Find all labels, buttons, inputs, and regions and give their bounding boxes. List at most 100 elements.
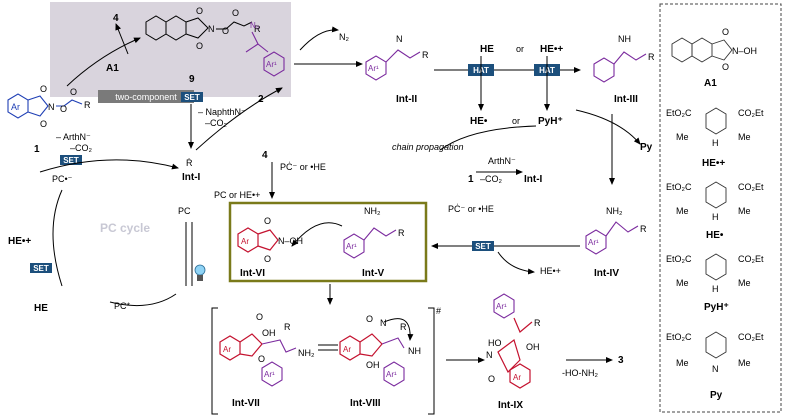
svg-text:Ar¹: Ar¹ [588,238,599,247]
arrow-inti-to-2 [195,87,283,151]
int-iv-label: Int-IV [594,268,619,279]
legend-he-radcat: HE•+ [702,158,725,169]
he-cation-top: HE•+ [540,44,563,55]
svg-text:OH: OH [526,342,540,352]
pc-or-he-right: PĊ⁻ or •HE [448,204,494,214]
svg-text:O: O [256,312,263,322]
svg-text:R: R [534,318,541,328]
svg-text:CO₂Et: CO₂Et [738,182,764,192]
pc-ground: PC [178,206,191,216]
n2-loss: N₂ [339,32,349,42]
legend-pyh-structure: EtO₂C CO₂Et Me Me H [666,253,764,294]
int-v-structure: Ar¹ NH₂ R [343,206,405,259]
svg-text:R: R [422,50,429,60]
arrow-set-out [497,251,535,275]
py-mid: Py [640,142,653,153]
he-radical: HE• [470,116,488,127]
compound-2: N₃ Ar¹ [245,21,285,77]
svg-text:Ar¹: Ar¹ [346,242,357,251]
compound-4-mid: 4 [262,150,268,161]
co2-mid: –CO₂ [480,174,503,184]
legend-he-rad-structure: EtO₂C CO₂Et Me Me H [666,181,764,222]
reagent-legend [659,3,782,413]
set-badge-top [181,92,203,102]
svg-text:Ar: Ar [11,102,20,112]
svg-text:O: O [222,26,229,36]
svg-text:Ar¹: Ar¹ [264,370,275,379]
svg-text:N: N [486,350,493,360]
compound-1: Ar O O N O O R [7,84,91,129]
svg-text:O: O [70,87,77,97]
svg-text:R: R [254,24,261,34]
int-i-label: Int-I [182,172,201,183]
bracket-left [211,307,218,415]
svg-text:SET: SET [475,242,491,251]
svg-text:NH: NH [408,346,421,356]
one-mid: 1 [468,174,474,185]
int-ii-structure: Ar¹ N R [365,34,429,81]
svg-text:H: H [712,284,719,294]
svg-text:O: O [264,254,271,264]
svg-text:O: O [40,119,47,129]
compound-9: O O N O O R [145,6,261,51]
svg-text:Me: Me [676,132,689,142]
svg-text:Ar¹: Ar¹ [368,64,379,73]
pc-radanion: PC•⁻ [52,174,73,184]
pc-excited: PC* [114,301,131,311]
int-vi-structure: Ar O O N–OH [237,216,303,264]
cycle-left [52,189,63,287]
svg-text:Ar: Ar [223,345,231,354]
svg-text:CO₂Et: CO₂Et [738,108,764,118]
svg-text:SET: SET [63,156,79,165]
svg-text:Ar: Ar [343,345,351,354]
radical-coupling-box [228,201,428,283]
svg-text:R: R [400,322,407,332]
svg-text:Me: Me [676,206,689,216]
pc-or-he-mid: PĊ⁻ or •HE [280,162,326,172]
svg-text:Ar¹: Ar¹ [266,60,277,69]
svg-text:Ar¹: Ar¹ [386,370,397,379]
int-iii-label: Int-III [614,94,638,105]
set-arc [39,159,179,173]
set-badge-cycle [30,263,52,273]
svg-text:O: O [196,6,203,16]
arthn-minus: ArthN⁻ [488,156,516,166]
svg-text:N: N [380,318,387,328]
svg-text:Ar: Ar [241,237,249,246]
svg-text:R: R [284,322,291,332]
svg-text:O: O [722,27,729,37]
he-top: HE [480,44,494,55]
int-viii-structure: Ar O N OH Ar¹ R NH [339,314,421,387]
svg-text:O: O [264,216,271,226]
legend-pyh: PyH⁺ [704,302,729,313]
svg-text:Me: Me [738,206,751,216]
co2-loss-left: –CO₂ [70,143,93,153]
set-badge-left [60,155,82,165]
compound-4-top: 4 [113,13,119,24]
a1-arrow-label: A1 [106,63,119,74]
arrow-to-4 [115,23,129,55]
pc-cycle-label: PC cycle [100,221,150,235]
svg-text:NH₂: NH₂ [606,206,623,216]
svg-text:O: O [60,104,67,114]
naphth-loss: – NaphthN⁻ [198,107,246,117]
int-vii-structure: Ar O OH O Ar¹ R NH₂ [219,312,315,387]
he-bottom: HE [34,303,48,314]
int-i-mid: Int-I [524,174,543,185]
svg-text:O: O [366,314,373,324]
arrow-n2 [299,26,339,51]
svg-text:NH₂: NH₂ [364,206,381,216]
equilibrium-arrows [318,344,338,351]
legend-he-radcat-structure: EtO₂C CO₂Et Me Me H [666,107,764,148]
int-ix-structure: Ar¹ R HO N OH Ar O [486,293,541,389]
int-iii-structure: NH R [593,34,655,83]
svg-text:Me: Me [738,358,751,368]
legend-he-rad: HE• [706,230,724,241]
transition-hash: # [436,306,441,316]
svg-text:Ar: Ar [513,373,521,382]
arrow-a1 [66,37,141,87]
svg-text:N: N [396,34,403,44]
svg-text:CO₂Et: CO₂Et [738,254,764,264]
radical-r: Ṙ [186,158,193,168]
